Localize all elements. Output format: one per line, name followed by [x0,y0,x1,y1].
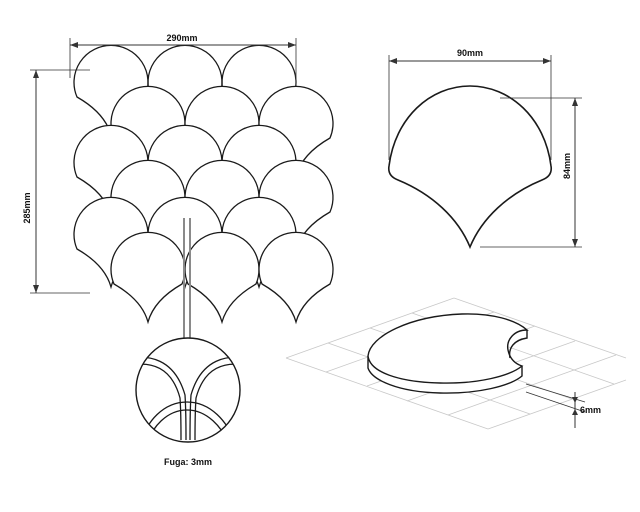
scale-tile [110,231,186,323]
tile-height-label: 84mm [562,153,572,179]
mosaic-height-dimension [30,69,90,294]
mosaic-width-label: 290mm [166,33,197,43]
tile-width-label: 90mm [457,48,483,58]
mosaic-sheet [73,44,334,323]
mosaic-height-label: 285mm [22,192,32,223]
mosaic-width-dimension [69,38,297,85]
tile-width-dimension [388,55,552,160]
mosaic-row-6 [110,231,334,323]
scale-tile [184,231,260,323]
tile-thickness-label: 6mm [580,405,601,415]
joint-detail [135,337,241,443]
thickness-dimension [525,383,586,428]
iso-tile [367,313,529,394]
tile-height-dimension [480,97,582,248]
joint-width-label: Fuga: 3mm [164,457,212,467]
scale-tile [258,231,334,323]
joint-leader [183,218,191,338]
single-tile [387,85,553,250]
